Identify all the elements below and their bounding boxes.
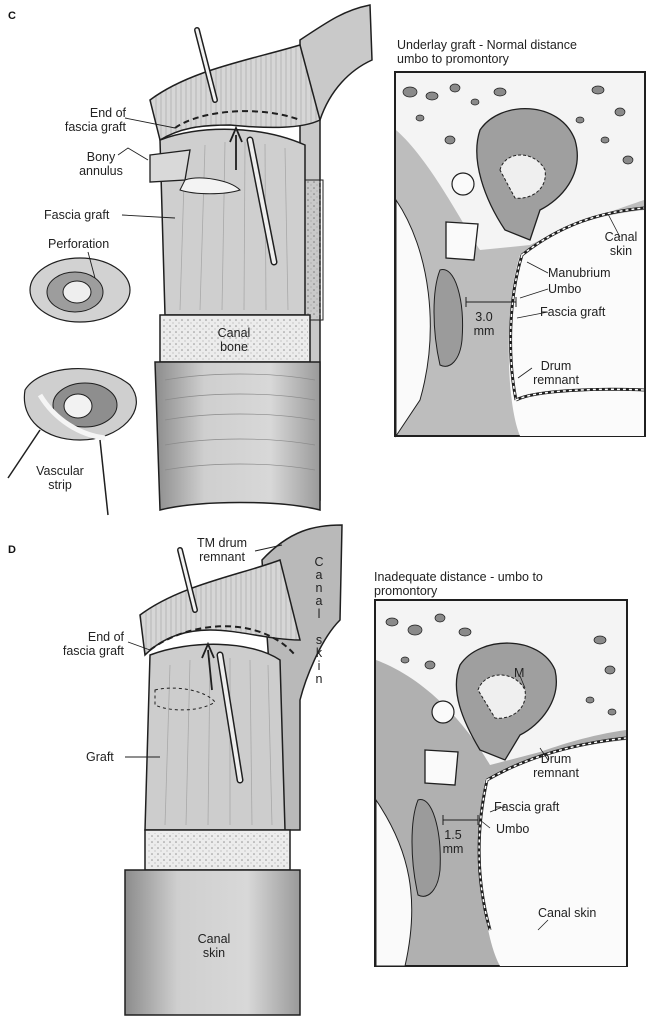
panel-d-leaders [125,544,283,758]
panel-d-inset-title: Inadequate distance - umbo to promontory [374,570,543,598]
panel-d-inset-title-line1: Inadequate distance - umbo to [374,570,543,584]
vascular-strip-view [7,368,137,516]
label-line: Canal [217,326,251,340]
label-end-of-fascia-graft-c: End of fascia graft [42,106,126,134]
panel-d-main-drawing [124,524,343,1016]
label-distance-3mm: 3.0 mm [468,310,500,338]
letter: a [315,568,323,582]
label-line: End of [89,106,126,120]
label-m: M [514,666,525,680]
label-line: annulus [79,164,123,178]
label-line: skin [609,244,633,258]
label-line: skin [202,946,226,960]
label-umbo-d: Umbo [496,822,530,836]
label-fascia-graft-c: Fascia graft [44,208,110,222]
label-manubrium: Manubrium [548,266,611,280]
panel-c-letter: C [8,10,16,22]
label-end-of-fascia-graft-d: End of fascia graft [40,630,124,658]
label-line: mm [442,842,464,856]
panel-c-main-drawing [149,4,373,511]
letter: i [317,659,321,673]
label-line: Vascular [36,464,84,478]
label-line: remnant [533,373,579,387]
label-line: TM drum [197,536,247,550]
label-line: Canal [197,932,231,946]
label-umbo-c: Umbo [548,282,582,296]
label-line: 3.0 [475,310,493,324]
label-line: strip [48,478,72,492]
label-line: 1.5 [444,828,462,842]
panel-c-inset-title-line1: Underlay graft - Normal distance [397,38,577,52]
label-canal-bone: Canal bone [206,326,262,354]
panel-c-inset-title-line2: umbo to promontory [397,52,509,66]
label-drum-remnant-d: Drum remnant [530,752,582,780]
panel-c-inset [394,71,646,438]
letter: k [315,646,323,660]
label-vascular-strip: Vascular strip [30,464,90,492]
letter: C [314,555,324,569]
perforation-view [29,257,131,323]
label-canal-skin-c: Canal skin [598,230,644,258]
label-line: remnant [533,766,579,780]
letter: n [315,672,323,686]
letter: n [315,581,323,595]
panel-c-leaders [87,117,176,279]
label-graft: Graft [86,750,114,764]
panel-d-letter: D [8,544,16,556]
label-line: Drum [540,359,572,373]
label-fascia-graft-d: Fascia graft [494,800,560,814]
label-line: mm [473,324,495,338]
label-distance-1-5mm: 1.5 mm [438,828,468,856]
letter: s [315,633,323,647]
label-line: Drum [540,752,572,766]
letter: a [315,594,323,608]
label-fascia-graft-c-inset: Fascia graft [540,305,606,319]
label-line: fascia graft [64,120,126,134]
label-line: fascia graft [62,644,124,658]
label-perforation: Perforation [48,237,110,251]
label-line: remnant [199,550,245,564]
label-line: Canal [604,230,638,244]
label-canal-skin-d-inset: Canal skin [538,906,597,920]
panel-d-inset-title-line2: promontory [374,584,438,598]
label-bony-annulus: Bony annulus [76,150,126,178]
label-canal-skin-d: Canal skin [186,932,242,960]
label-line: End of [87,630,124,644]
label-line: bone [220,340,248,354]
label-line: Bony [86,150,116,164]
label-canal-skin-vertical: C a n a l s k i n [312,556,326,686]
panel-d-inset [374,599,628,967]
label-drum-remnant-c: Drum remnant [530,359,582,387]
panel-c-inset-title: Underlay graft - Normal distance umbo to… [397,38,577,66]
label-tm-drum-remnant: TM drum remnant [190,536,254,564]
letter: l [317,607,321,621]
